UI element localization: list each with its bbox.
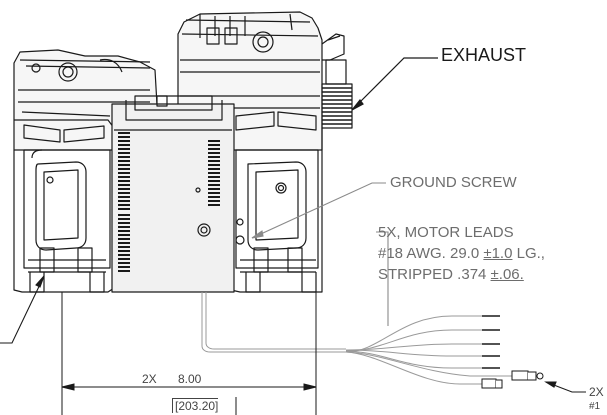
vent-slot bbox=[118, 208, 130, 210]
vent-slot bbox=[118, 136, 130, 138]
vent-slot bbox=[208, 172, 220, 174]
strip-tolerance: ±.06. bbox=[490, 266, 524, 283]
width-dimension bbox=[61, 292, 317, 415]
vent-slot bbox=[118, 204, 130, 206]
vent-slot bbox=[118, 172, 130, 174]
motor-leads-line3: STRIPPED .374 ±.06. bbox=[378, 266, 524, 283]
vent-slot bbox=[208, 192, 220, 194]
vent-slot bbox=[118, 262, 130, 264]
vent-slot bbox=[208, 168, 220, 170]
vent-slot bbox=[118, 200, 130, 202]
vent-slot bbox=[208, 188, 220, 190]
vent-slot bbox=[118, 148, 130, 150]
vent-slot bbox=[118, 222, 130, 224]
vent-slot bbox=[118, 176, 130, 178]
exhaust-fitting bbox=[321, 33, 353, 129]
left-panel bbox=[23, 149, 111, 273]
vent-slot bbox=[208, 184, 220, 186]
center-fastener bbox=[197, 223, 211, 237]
motor-leads-line1: 5X, MOTOR LEADS bbox=[378, 224, 514, 241]
vent-slot bbox=[208, 140, 220, 142]
mount-feet bbox=[29, 272, 317, 293]
vent-slot bbox=[208, 144, 220, 146]
right-callout-leader bbox=[544, 381, 586, 393]
vent-slot bbox=[118, 254, 130, 256]
vent-slot bbox=[208, 200, 220, 202]
width-qty-label: 2X bbox=[142, 372, 157, 386]
vent-slot bbox=[118, 188, 130, 190]
ground-terminals bbox=[481, 370, 544, 389]
vent-slot bbox=[118, 250, 130, 252]
vent-slot bbox=[208, 160, 220, 162]
vent-slot bbox=[118, 230, 130, 232]
stripped-wire-ends bbox=[482, 315, 500, 369]
vent-slot bbox=[208, 152, 220, 154]
vent-slot bbox=[118, 234, 130, 236]
vent-slot bbox=[118, 246, 130, 248]
right-panel bbox=[235, 149, 319, 273]
vent-slot bbox=[118, 156, 130, 158]
vent-slot bbox=[118, 144, 130, 146]
vent-slot bbox=[118, 266, 130, 268]
vent-slot bbox=[118, 140, 130, 142]
vent-slot bbox=[118, 196, 130, 198]
vent-slot bbox=[118, 242, 130, 244]
vent-slot bbox=[118, 270, 130, 272]
right-qty-label: 2X bbox=[589, 385, 604, 399]
vent-slot bbox=[118, 160, 130, 162]
vent-slot bbox=[118, 192, 130, 194]
left-callout-leader bbox=[0, 275, 45, 344]
vent-slot bbox=[118, 152, 130, 154]
ground-screw-leader bbox=[251, 182, 386, 239]
vent-slot bbox=[208, 196, 220, 198]
center-body bbox=[111, 95, 235, 293]
wire-harness bbox=[201, 292, 512, 385]
right-cap-knob bbox=[252, 31, 274, 53]
vent-slot bbox=[118, 214, 130, 216]
vent-slot bbox=[208, 180, 220, 182]
vent-slot bbox=[118, 180, 130, 182]
motor-leads-line2: #18 AWG. 29.0 ±1.0 LG., bbox=[378, 245, 545, 262]
motor-leads-leader bbox=[376, 231, 389, 326]
vent-slot bbox=[208, 156, 220, 158]
vent-slot bbox=[208, 204, 220, 206]
vent-slots bbox=[118, 87, 352, 272]
vent-slot bbox=[208, 148, 220, 150]
vent-slot bbox=[118, 218, 130, 220]
vent-slot bbox=[208, 176, 220, 178]
vent-slot bbox=[118, 258, 130, 260]
length-tolerance: ±1.0 bbox=[483, 245, 513, 262]
left-cap-knob bbox=[58, 62, 78, 82]
vent-slot bbox=[118, 238, 130, 240]
ground-screw bbox=[275, 182, 287, 194]
width-inch-label: 8.00 bbox=[178, 372, 202, 386]
right-extra-label: #1 bbox=[589, 401, 601, 412]
exhaust-leader bbox=[351, 57, 438, 111]
vent-slot bbox=[118, 168, 130, 170]
vent-slot bbox=[118, 226, 130, 228]
ground-screw-label: GROUND SCREW bbox=[390, 174, 517, 191]
vent-slot bbox=[118, 132, 130, 134]
vent-slot bbox=[118, 184, 130, 186]
vent-slot bbox=[118, 164, 130, 166]
vent-slot bbox=[208, 164, 220, 166]
width-mm-label: [203.20] bbox=[172, 398, 219, 413]
exhaust-label: EXHAUST bbox=[441, 45, 527, 65]
